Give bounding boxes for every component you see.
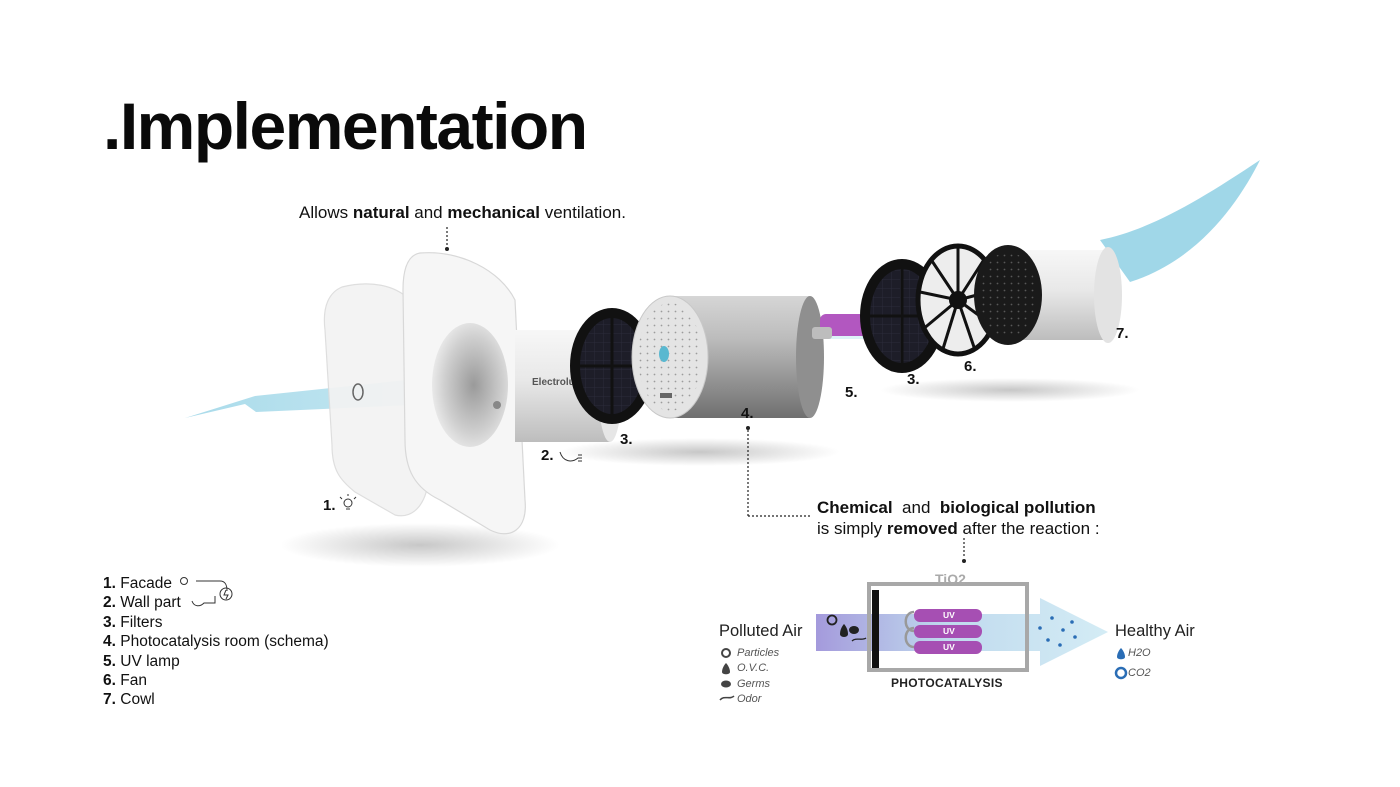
uv-label: UV — [943, 610, 955, 620]
label-room: 4. — [741, 405, 754, 422]
legend-item: 7. Cowl — [103, 691, 155, 709]
label-facade: 1. — [323, 497, 336, 514]
photocatalysis-schema — [816, 582, 1108, 672]
photocatalysis-room — [631, 295, 824, 419]
legend-switch-diagram — [180, 577, 233, 607]
label-wall-part: 2. — [541, 447, 554, 464]
cowl — [974, 245, 1122, 345]
legend-item: 6. Fan — [103, 672, 147, 690]
uv-label: UV — [943, 642, 955, 652]
outgoing-air-flow — [1100, 160, 1260, 282]
polluted-air-title: Polluted Air — [719, 622, 803, 640]
page-title: .Implementation — [103, 89, 588, 163]
label-filter-back: 3. — [907, 371, 920, 388]
photocatalysis-label: PHOTOCATALYSIS — [891, 676, 1003, 690]
input-item-odor: Odor — [737, 693, 762, 705]
label-filter-front: 3. — [620, 431, 633, 448]
label-uv-lamp: 5. — [845, 384, 858, 401]
label-fan: 6. — [964, 358, 977, 375]
input-item-ovc: O.V.C. — [737, 662, 770, 674]
lightbulb-icon — [339, 494, 357, 510]
healthy-air-title: Healthy Air — [1115, 622, 1195, 640]
legend-item: 5. UV lamp — [103, 652, 180, 670]
tio2-label: TiO2 — [935, 571, 966, 587]
svg-text:Electrolux: Electrolux — [532, 377, 581, 388]
plug-icon — [559, 451, 582, 462]
input-item-germs: Germs — [737, 678, 770, 690]
wall-plate — [402, 252, 526, 535]
component-legend: 1. Facade 2. Wall part 3. Filters 4. Pho… — [103, 574, 329, 710]
output-item-h2o: H2O — [1128, 647, 1151, 659]
pollutant-icons — [826, 614, 867, 642]
legend-item: 4. Photocatalysis room (schema) — [103, 633, 329, 651]
uv-label: UV — [943, 626, 955, 636]
ventilation-caption: Allows natural and mechanical ventilatio… — [299, 203, 626, 222]
input-item-particles: Particles — [737, 647, 780, 659]
legend-item: 1. Facade — [103, 575, 172, 592]
label-cowl: 7. — [1116, 325, 1129, 342]
facade-plate — [323, 283, 429, 517]
output-item-icons — [1114, 648, 1128, 680]
legend-item: 3. Filters — [103, 613, 163, 631]
pollution-caption: Chemical and biological pollution is sim… — [817, 498, 1100, 538]
output-item-co2: CO2 — [1128, 667, 1151, 679]
input-item-icons — [719, 648, 735, 701]
legend-item: 2. Wall part — [103, 594, 181, 612]
